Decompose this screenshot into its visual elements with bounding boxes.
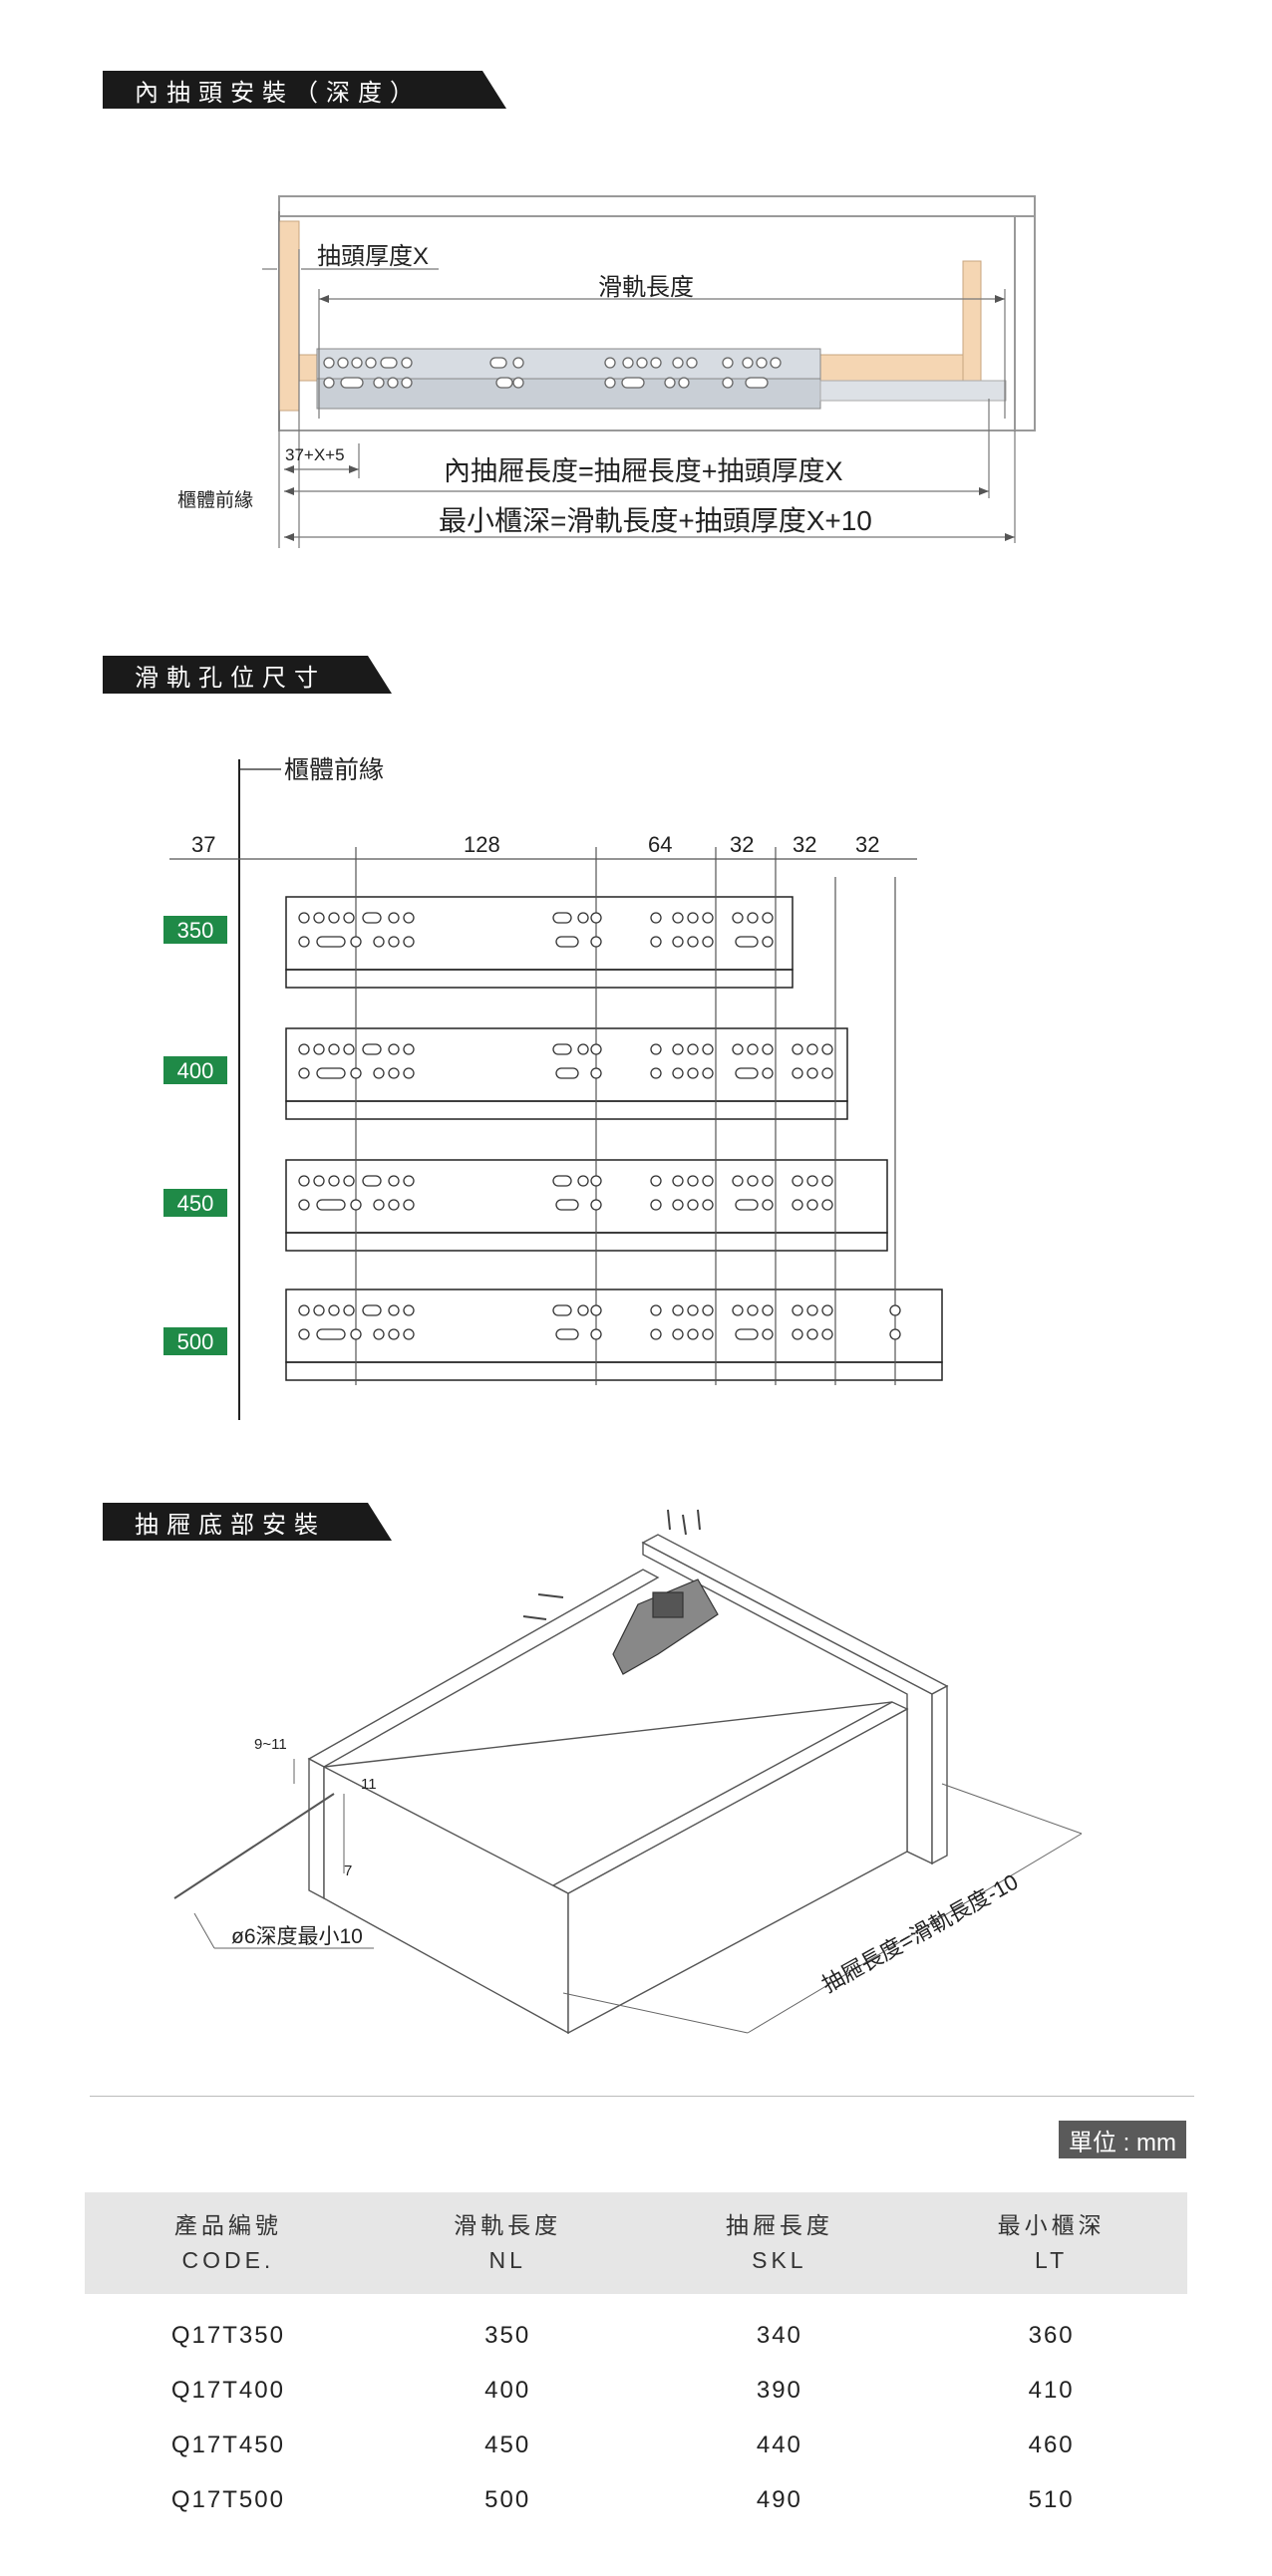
- label-inner-formula: 內抽屜長度=抽屜長度+抽頭厚度X: [444, 456, 843, 486]
- drawer-front-panel: [278, 220, 300, 412]
- dim-32c: 32: [855, 832, 879, 857]
- hole-reference-lines: [355, 847, 896, 1385]
- badge-400: [163, 1056, 227, 1084]
- dim-128: 128: [464, 832, 500, 857]
- badge-500: [163, 1327, 227, 1355]
- rail-hole-patterns: [298, 912, 901, 1340]
- label-min-depth-formula: 最小櫃深=滑軌長度+抽頭厚度X+10: [439, 505, 872, 536]
- slide-rail-lower: [316, 378, 821, 410]
- slide-rail-upper: [316, 348, 821, 380]
- label-offset: 37+X+5: [285, 445, 345, 464]
- screws: [522, 1509, 701, 1620]
- section-title-bottom: 抽屜底部安裝: [103, 1503, 392, 1541]
- arrows: [284, 295, 1015, 541]
- drawer-isometric: [307, 1534, 949, 2035]
- slide-rail-fixed: [819, 380, 1007, 402]
- badge-500-text: 500: [177, 1329, 214, 1354]
- drawer-bottom-diagram: 9~11 11 7 ø6深度最小10 抽屜長度=滑軌長度-10: [173, 1509, 1083, 2035]
- badge-450-text: 450: [177, 1191, 214, 1216]
- divider-line: [90, 2096, 1194, 2097]
- section-title-holes: 滑軌孔位尺寸: [103, 656, 392, 694]
- section-title-install: 內抽頭安裝（深度）: [103, 71, 506, 109]
- badge-400-text: 400: [177, 1058, 214, 1083]
- label-dim-11: 11: [361, 1776, 377, 1793]
- bottom-dimension-lines: [193, 1759, 1083, 2034]
- label-depth-range: 9~11: [254, 1736, 287, 1753]
- rail-hole-diagram: 櫃體前緣 37 128 64 32 32 32: [163, 756, 943, 1420]
- label-drawer-formula: 抽屜長度=滑軌長度-10: [817, 1869, 1022, 1998]
- dim-32a: 32: [730, 832, 754, 857]
- badge-450: [163, 1189, 227, 1217]
- label-cabinet-edge: 櫃體前緣: [284, 756, 384, 784]
- label-dim-7: 7: [344, 1862, 352, 1879]
- dim-32b: 32: [793, 832, 816, 857]
- install-depth-diagram: 抽頭厚度X 滑軌長度 37+X+5 櫃體前緣 內抽屜長度=抽屜長度+抽頭厚度X …: [177, 195, 1036, 548]
- label-cabinet-edge: 櫃體前緣: [177, 489, 253, 511]
- label-slide-length: 滑軌長度: [598, 274, 694, 301]
- dim-37: 37: [191, 832, 215, 857]
- unit-badge: 單位 : mm: [1059, 2121, 1186, 2158]
- rail-holes: [323, 357, 782, 389]
- dimension-lines: [262, 211, 1016, 548]
- label-drill: ø6深度最小10: [231, 1925, 363, 1948]
- drill-bit: [173, 1793, 335, 1899]
- rail-outlines: [285, 896, 943, 1381]
- label-front-thickness: 抽頭厚度X: [317, 243, 429, 270]
- locking-clip: [612, 1578, 719, 1675]
- badge-350-text: 350: [177, 918, 214, 943]
- drawer-back-panel: [962, 260, 982, 382]
- badge-350: [163, 916, 227, 944]
- dim-64: 64: [648, 832, 672, 857]
